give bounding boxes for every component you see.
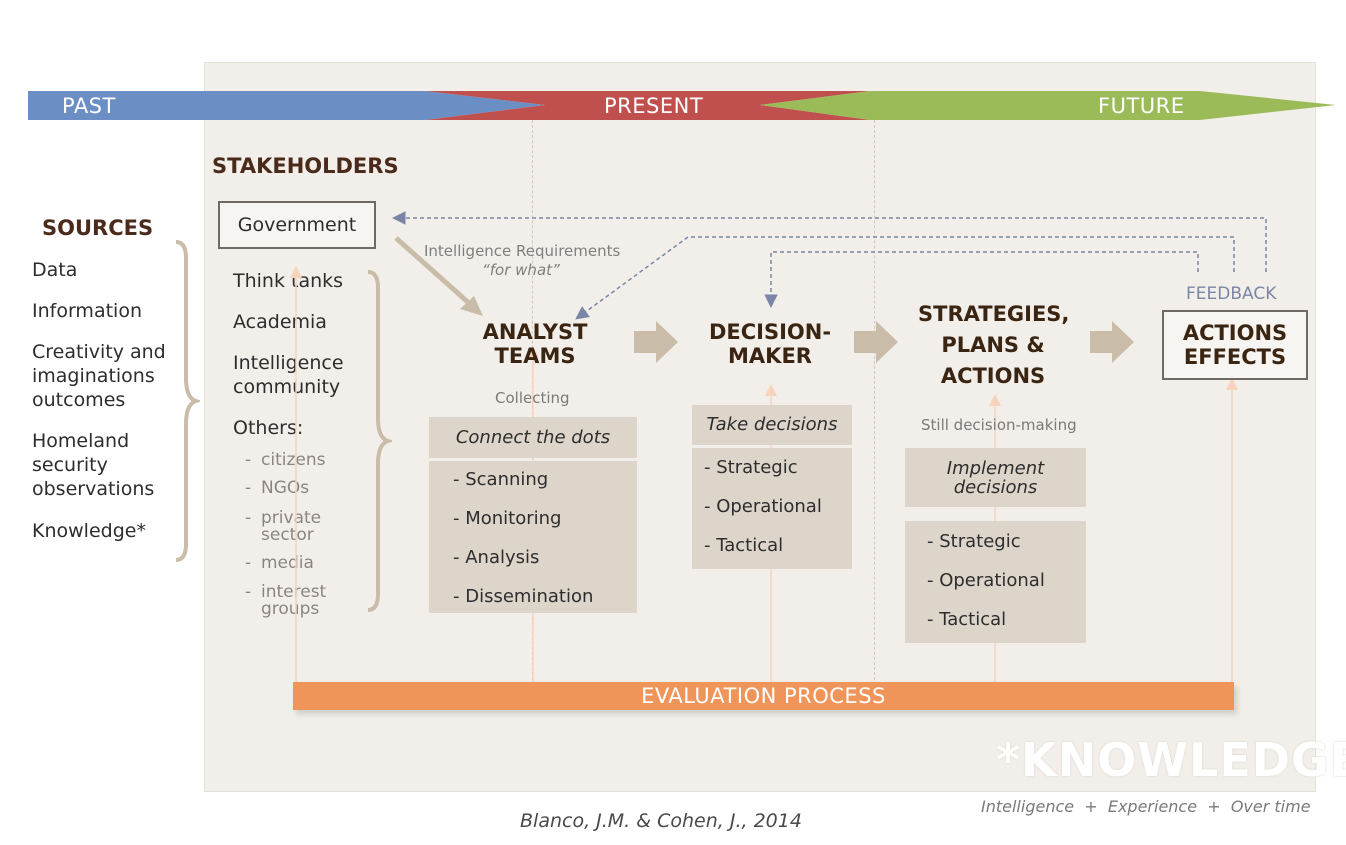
citation: Blanco, J.M. & Cohen, J., 2014 (520, 810, 802, 832)
stakeholder-think-tanks: Think tanks (233, 270, 344, 292)
stakeholders-title: STAKEHOLDERS (212, 154, 399, 178)
sources-title: SOURCES (42, 216, 154, 240)
other-citizens: citizens (261, 450, 326, 470)
dash: - (245, 478, 252, 498)
actions-box: ACTIONS EFFECTS (1162, 310, 1308, 380)
stakeholder-intelligence: Intelligence community (233, 352, 344, 398)
requirements-label: Intelligence Requirements (424, 242, 621, 260)
analyst-head: Connect the dots (429, 417, 637, 458)
stakeholders-brace (367, 270, 392, 612)
dash: - (245, 553, 252, 573)
other-private-sector: private sector (261, 508, 322, 545)
actions-title: ACTIONS EFFECTS (1182, 321, 1288, 369)
strategies-head: Implement decisions (946, 457, 1045, 498)
present-divider-right (874, 120, 875, 680)
other-media: media (261, 553, 314, 573)
source-creativity: Creativity and imaginations outcomes (32, 341, 166, 411)
decision-item: - Strategic (704, 457, 798, 478)
government-label: Government (237, 214, 357, 236)
dash: - (245, 508, 252, 528)
flow-arrow-3 (1090, 321, 1134, 363)
timeline-past: PAST (62, 94, 116, 118)
stakeholder-others: Others: (233, 417, 304, 439)
analyst-item: - Analysis (453, 547, 540, 568)
sources-brace (175, 240, 200, 562)
decision-items-box (692, 448, 852, 569)
strategies-item: - Tactical (927, 609, 1007, 630)
evaluation-label: EVALUATION PROCESS (641, 684, 886, 708)
analyst-title: ANALYST TEAMS (482, 320, 588, 368)
strategies-title: STRATEGIES, PLANS & ACTIONS (918, 302, 1070, 388)
requirements-for-what: “for what” (482, 261, 560, 279)
source-knowledge: Knowledge* (32, 520, 146, 542)
strategies-item: - Strategic (927, 531, 1021, 552)
feedback-label: FEEDBACK (1186, 284, 1277, 304)
source-homeland: Homeland security observations (32, 430, 155, 500)
government-box: Government (218, 201, 376, 249)
other-ngos: NGOs (261, 478, 310, 498)
other-interest-groups: interest groups (261, 582, 327, 619)
analyst-item: - Dissemination (453, 586, 594, 607)
knowledge-title: *KNOWLEDGE (996, 733, 1346, 787)
decision-head: Take decisions (692, 405, 852, 445)
source-data: Data (32, 259, 78, 281)
decision-item: - Tactical (704, 535, 784, 556)
timeline-arrow (28, 91, 1336, 120)
dash: - (245, 582, 252, 602)
analyst-item: - Monitoring (453, 508, 562, 529)
analyst-items-box (429, 461, 637, 613)
strategies-note: Still decision-making (921, 416, 1077, 434)
flow-arrow-1 (634, 321, 678, 363)
decision-item: - Operational (704, 496, 822, 517)
strategies-item: - Operational (927, 570, 1045, 591)
analyst-note: Collecting (495, 389, 570, 407)
decision-title: DECISION- MAKER (708, 320, 832, 368)
knowledge-formula: Intelligence + Experience + Over time (981, 797, 1311, 816)
analyst-item: - Scanning (453, 469, 549, 490)
timeline-future: FUTURE (1098, 94, 1185, 118)
dash: - (245, 450, 252, 470)
strategies-items-box (905, 521, 1086, 643)
stakeholder-academia: Academia (233, 311, 327, 333)
flow-arrow-2 (854, 321, 898, 363)
timeline-present: PRESENT (604, 94, 704, 118)
evaluation-bar: EVALUATION PROCESS (293, 682, 1234, 710)
source-information: Information (32, 300, 142, 322)
strategies-head-box: Implement decisions (905, 448, 1086, 507)
